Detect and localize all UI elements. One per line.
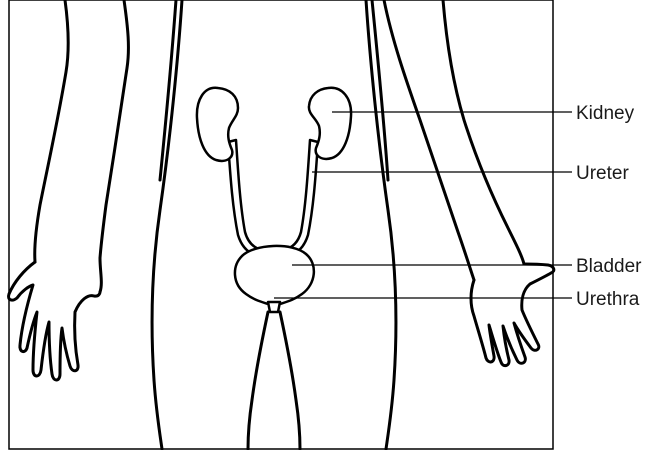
right-kidney bbox=[309, 88, 351, 159]
left-leg-inner bbox=[248, 312, 268, 449]
bladder bbox=[235, 246, 314, 304]
right-arm-inner-outline bbox=[384, 0, 474, 280]
left-arm-inner-outline bbox=[100, 0, 128, 292]
right-hand bbox=[471, 264, 554, 366]
left-arm-outer-outline bbox=[35, 0, 68, 262]
left-ureter bbox=[228, 140, 262, 256]
torso-right-line bbox=[366, 0, 396, 449]
right-ureter bbox=[284, 140, 318, 256]
torso-left-line bbox=[152, 0, 182, 449]
bladder-label: Bladder bbox=[576, 256, 642, 277]
urethra bbox=[268, 302, 280, 312]
left-hand bbox=[9, 262, 100, 380]
right-leg-inner bbox=[280, 312, 300, 449]
kidney-label: Kidney bbox=[576, 103, 635, 124]
ureter-label: Ureter bbox=[576, 163, 629, 184]
urethra-label: Urethra bbox=[576, 289, 640, 310]
diagram-frame bbox=[9, 0, 553, 449]
left-kidney bbox=[197, 88, 238, 161]
